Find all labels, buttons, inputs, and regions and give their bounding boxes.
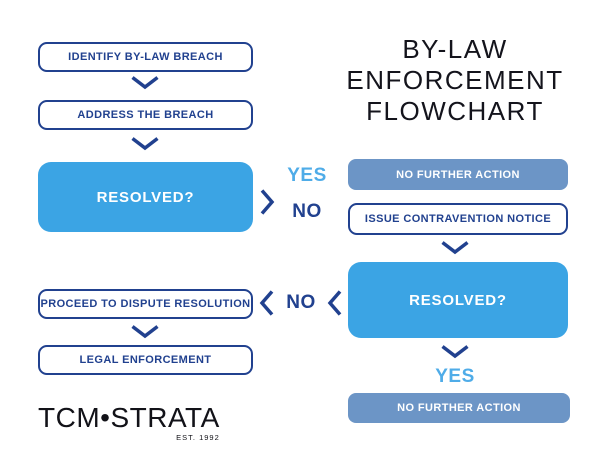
label-no-1: NO xyxy=(292,201,322,222)
chevron-down-icon xyxy=(130,324,160,339)
chevron-right-icon xyxy=(259,188,275,216)
chevron-left-icon xyxy=(327,289,343,317)
step-no-further-action-1: NO FURTHER ACTION xyxy=(348,159,568,190)
step-identify-breach: IDENTIFY BY-LAW BREACH xyxy=(38,42,253,72)
chevron-down-icon xyxy=(440,344,470,359)
chevron-left-icon xyxy=(259,289,275,317)
step-issue-contravention-notice: ISSUE CONTRAVENTION NOTICE xyxy=(348,203,568,235)
label-yes-2: YES xyxy=(435,366,475,387)
step-address-breach: ADDRESS THE BREACH xyxy=(38,100,253,130)
title-line-2: ENFORCEMENT xyxy=(346,65,564,95)
chevron-down-icon xyxy=(130,75,160,90)
label-no-2: NO xyxy=(286,292,316,313)
title-line-1: BY-LAW xyxy=(402,34,508,64)
tcm-strata-logo: TCM•STRATA EST. 1992 xyxy=(38,402,220,442)
title-line-3: FLOWCHART xyxy=(366,96,544,126)
step-no-further-action-2: NO FURTHER ACTION xyxy=(348,393,570,423)
chevron-down-icon xyxy=(440,240,470,255)
logo-wordmark: TCM•STRATA xyxy=(38,402,220,433)
decision-resolved-2: RESOLVED? xyxy=(348,262,568,338)
flowchart-title: BY-LAW ENFORCEMENT FLOWCHART xyxy=(330,34,580,127)
decision-resolved-1: RESOLVED? xyxy=(38,162,253,232)
chevron-down-icon xyxy=(130,136,160,151)
label-yes-1: YES xyxy=(287,165,327,186)
logo-established-text: EST. 1992 xyxy=(176,433,220,442)
step-legal-enforcement: LEGAL ENFORCEMENT xyxy=(38,345,253,375)
step-proceed-dispute-resolution: PROCEED TO DISPUTE RESOLUTION xyxy=(38,289,253,319)
